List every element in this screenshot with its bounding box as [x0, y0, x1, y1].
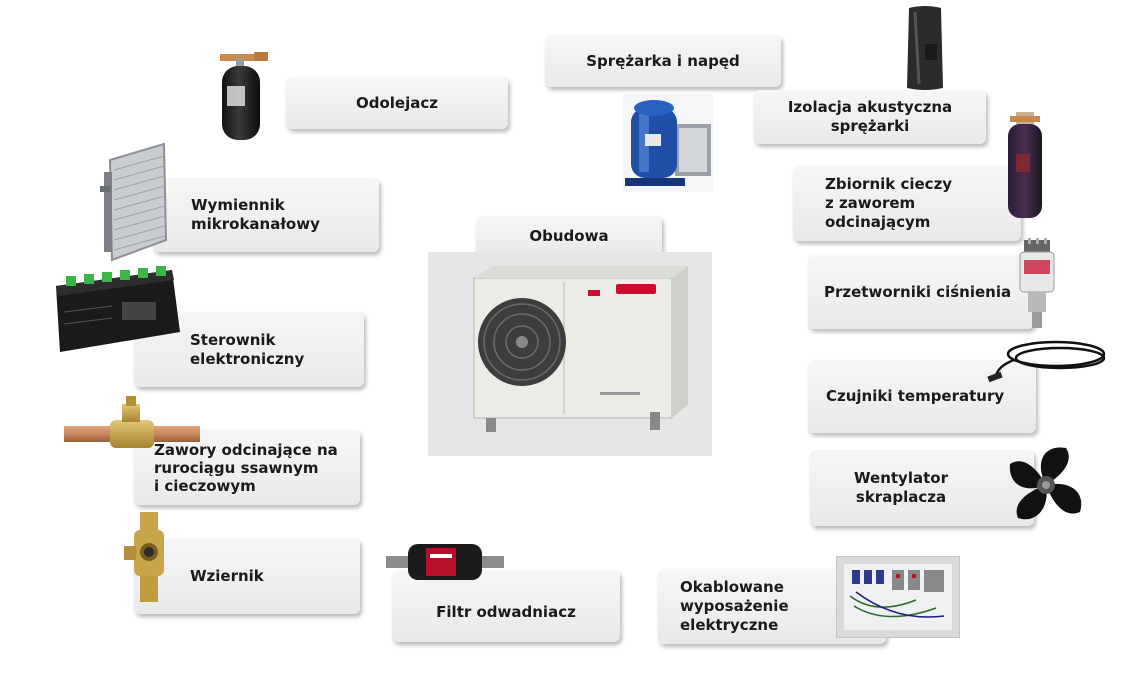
- label-sterownik: Sterownik elektroniczny: [134, 312, 364, 387]
- label-okablowane-text: Okablowane wyposażenie elektryczne: [680, 578, 789, 634]
- acoustic-jacket-icon: [903, 4, 947, 92]
- label-zawory-text: Zawory odcinające na rurociągu ssawnym i…: [154, 440, 338, 495]
- microchannel-coil-icon: [100, 142, 172, 262]
- condensing-unit-panel: [428, 252, 712, 456]
- label-wymiennik-text: Wymiennik mikrokanałowy: [191, 196, 320, 233]
- label-wymiennik: Wymiennik mikrokanałowy: [153, 178, 379, 252]
- label-obudowa-text: Obudowa: [529, 226, 609, 245]
- label-odolejacz: Odolejacz: [286, 77, 508, 129]
- label-przetworniki: Przetworniki ciśnienia: [808, 255, 1034, 329]
- label-czujniki-text: Czujniki temperatury: [826, 387, 1005, 405]
- label-wziernik-text: Wziernik: [190, 566, 264, 585]
- label-izolacja: Izolacja akustyczna sprężarki: [754, 90, 986, 144]
- label-wentylator: Wentylator skraplacza: [810, 450, 1034, 526]
- pressure-transducer-icon: [1016, 238, 1058, 330]
- filter-drier-icon: [386, 538, 504, 586]
- label-sprezarka: Sprężarka i napęd: [545, 35, 781, 87]
- label-odolejacz-text: Odolejacz: [356, 93, 438, 112]
- label-przetworniki-text: Przetworniki ciśnienia: [824, 282, 1012, 301]
- label-wentylator-text: Wentylator skraplacza: [854, 469, 948, 506]
- electronic-controller-icon: [52, 262, 182, 356]
- label-izolacja-text: Izolacja akustyczna sprężarki: [787, 98, 953, 135]
- scroll-compressor-icon: [623, 94, 713, 192]
- sight-glass-icon: [124, 512, 176, 604]
- condenser-fan-icon: [1004, 442, 1088, 528]
- label-zbiornik: Zbiornik cieczy z zaworem odcinającym: [793, 166, 1021, 241]
- label-sterownik-text: Sterownik elektroniczny: [190, 330, 305, 368]
- electrical-panel-icon: [836, 556, 960, 638]
- liquid-receiver-icon: [1002, 112, 1048, 222]
- label-filtr: Filtr odwadniacz: [392, 570, 620, 642]
- label-filtr-text: Filtr odwadniacz: [436, 602, 576, 621]
- ball-valve-icon: [64, 396, 200, 460]
- label-zawory: Zawory odcinające na rurociągu ssawnym i…: [134, 430, 360, 505]
- oil-separator-icon: [214, 50, 270, 146]
- label-obudowa: Obudowa: [476, 216, 662, 256]
- label-zbiornik-text: Zbiornik cieczy z zaworem odcinającym: [825, 175, 953, 231]
- label-sprezarka-text: Sprężarka i napęd: [586, 51, 740, 70]
- temperature-sensor-icon: [986, 336, 1112, 388]
- label-wziernik: Wziernik: [134, 538, 360, 614]
